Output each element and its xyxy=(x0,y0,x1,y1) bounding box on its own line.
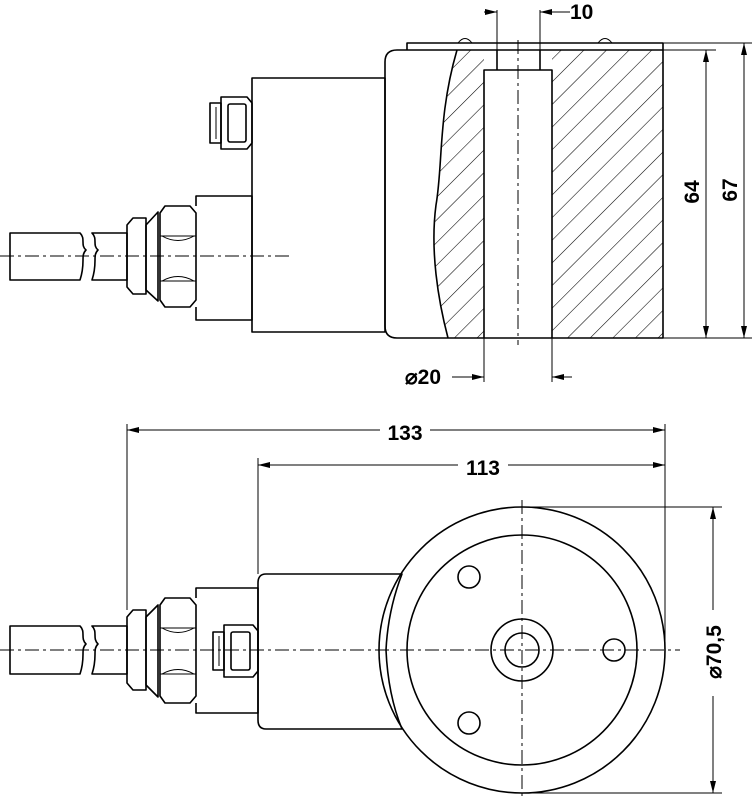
side-housing xyxy=(251,77,386,333)
top-view xyxy=(0,500,680,800)
side-section-body xyxy=(384,49,664,339)
dim-overall-length: 133 xyxy=(126,418,666,650)
dim-inner-height-label: 64 xyxy=(681,180,704,204)
dim-overall-length-label: 133 xyxy=(387,422,422,445)
side-view xyxy=(0,38,664,345)
dim-flange-diameter: ⌀70,5 xyxy=(522,506,728,794)
dim-bore-diameter-label: ⌀20 xyxy=(405,366,441,389)
dim-slot-width: 10 xyxy=(484,1,593,50)
top-connector xyxy=(212,624,259,678)
side-hex-nut xyxy=(159,205,197,308)
top-housing xyxy=(257,573,403,730)
top-cable xyxy=(9,604,159,698)
mount-hole-1 xyxy=(457,565,481,589)
dim-body-length: 113 xyxy=(257,453,665,574)
dim-flange-diameter-label: ⌀70,5 xyxy=(703,625,726,679)
dim-inner-height: 64 xyxy=(663,49,716,339)
dim-body-length-label: 113 xyxy=(466,457,500,480)
dim-bore-diameter: ⌀20 xyxy=(405,338,572,389)
top-hex-nut xyxy=(159,597,197,704)
side-connector xyxy=(209,96,253,150)
side-cable xyxy=(9,211,159,302)
mount-hole-2 xyxy=(457,711,481,735)
dim-slot-width-label: 10 xyxy=(570,1,593,24)
side-neck xyxy=(195,195,253,321)
dim-total-height: 67 xyxy=(663,42,752,339)
dim-total-height-label: 67 xyxy=(719,178,742,201)
side-load-button xyxy=(406,38,664,50)
